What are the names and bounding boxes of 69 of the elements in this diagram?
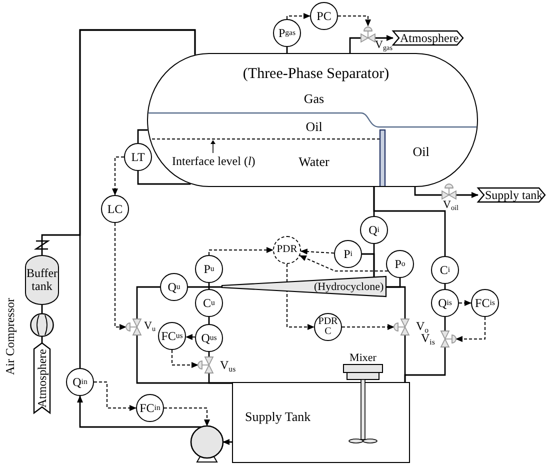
signal-line xyxy=(186,334,196,340)
pipe-line xyxy=(373,187,446,256)
instrument-bubble: LC xyxy=(101,195,129,223)
destination-label: Supply tank xyxy=(485,188,543,202)
pipe-line xyxy=(349,37,361,53)
pipe-line xyxy=(77,396,202,428)
instrument-bubble: PDR xyxy=(273,236,301,264)
valve-icon xyxy=(198,357,216,373)
signal-line xyxy=(299,255,388,272)
signal-line xyxy=(112,156,124,196)
pipe-line xyxy=(386,286,406,319)
pipe-line xyxy=(404,335,406,382)
valve-label: V$_{oil}$ xyxy=(443,199,458,212)
pipe-line xyxy=(136,286,160,319)
signal-line xyxy=(300,248,334,255)
valve-icon xyxy=(442,183,456,199)
instrument-bubble: PC xyxy=(310,2,338,30)
valve-icon xyxy=(394,319,412,335)
pump-icon xyxy=(189,425,225,463)
signal-line xyxy=(286,13,310,20)
interface-level-label: Interface level (l) xyxy=(172,155,256,168)
phase-label: Oil xyxy=(412,145,430,160)
pipe-line xyxy=(444,317,446,331)
equipment-label: Air Compressor xyxy=(4,298,18,377)
signal-line xyxy=(338,16,371,26)
valve-icon xyxy=(126,319,144,335)
pipe-line xyxy=(136,335,232,384)
pipe-line xyxy=(375,35,394,41)
signal-line xyxy=(94,382,136,411)
equipment-label: Mixer xyxy=(348,352,378,364)
valve-label: V$_{us}$ xyxy=(220,359,236,372)
supply-tank xyxy=(232,382,410,463)
instrument-bubble: PDR C xyxy=(314,313,342,341)
destination-label: Atmosphere xyxy=(35,349,49,408)
signal-line xyxy=(456,316,486,342)
instrument-bubble: LT xyxy=(124,143,152,171)
pipe-line xyxy=(137,171,191,185)
buffer-tank: Buffer tank xyxy=(25,255,59,305)
compressor-icon xyxy=(30,313,54,337)
signal-line xyxy=(164,408,210,426)
destination-tag xyxy=(393,31,463,45)
phase-label: Water xyxy=(298,155,330,170)
valve-icon xyxy=(438,331,456,347)
pipe-line xyxy=(41,29,196,255)
valve-label: V$_{gas}$ xyxy=(375,39,392,52)
equipment-label: (Hydrocyclone) xyxy=(314,280,384,292)
phase-label: Gas xyxy=(302,92,326,106)
valve-label: V$_{u}$ xyxy=(144,320,156,332)
signal-line xyxy=(458,300,472,306)
separator-vessel xyxy=(147,53,478,187)
signal-line xyxy=(172,350,198,368)
pipe-line xyxy=(414,187,442,196)
valve-label: V$_{is}$ xyxy=(421,332,435,346)
pipe-line xyxy=(222,439,232,445)
tank-label: Supply Tank xyxy=(245,410,311,424)
pipe-line xyxy=(188,286,222,288)
signal-line xyxy=(208,247,274,256)
signal-line xyxy=(286,264,314,330)
destination-tag xyxy=(34,343,50,413)
pipe-line xyxy=(362,253,375,278)
valve-label: V$_{o}$ xyxy=(416,320,429,334)
valve-icon xyxy=(361,26,375,42)
destination-label: Atmosphere xyxy=(400,31,459,45)
vessel-title: (Three-Phase Separator) xyxy=(242,66,390,82)
signal-line xyxy=(114,222,126,330)
pipe-line xyxy=(137,129,148,143)
pipe-line xyxy=(456,192,478,198)
phase-label: Oil xyxy=(304,120,324,134)
signal-line xyxy=(342,324,394,330)
